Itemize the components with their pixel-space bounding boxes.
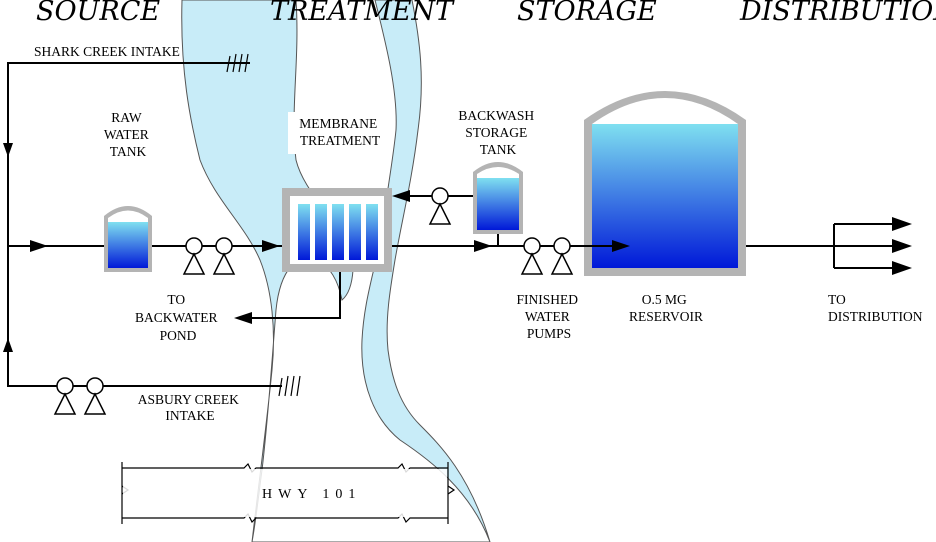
- label-asbury-creek-intake: ASBURY CREEK INTAKE: [138, 392, 243, 423]
- membrane-label-box: [288, 112, 392, 154]
- header-source: SOURCE: [36, 0, 160, 27]
- backwash-pump-icon: [428, 187, 452, 225]
- backwash-storage-tank: [473, 162, 523, 234]
- finished-water-pump-icon: [520, 237, 574, 275]
- flow-arrow-down: [3, 143, 13, 157]
- flow-arrow-left-pond: [234, 312, 252, 324]
- flow-arrow-distribution-3: [892, 261, 912, 275]
- flow-arrow-right-storage: [474, 240, 492, 252]
- label-backwash-storage-tank: BACKWASH STORAGE TANK: [458, 108, 537, 157]
- header-storage: STORAGE: [517, 0, 657, 27]
- flow-arrow-right-inlet: [30, 240, 48, 252]
- header-distribution: DISTRIBUTION: [739, 0, 936, 27]
- flow-arrow-left-backwash: [392, 190, 410, 202]
- flow-arrow-distribution-1: [892, 217, 912, 231]
- flow-arrow-up: [3, 338, 13, 352]
- raw-water-pump-icon: [182, 237, 236, 275]
- asbury-creek-screen-icon: [278, 375, 301, 397]
- header-treatment: TREATMENT: [270, 0, 455, 27]
- label-raw-water-tank: RAW WATER TANK: [104, 110, 152, 159]
- label-shark-creek-intake: SHARK CREEK INTAKE: [34, 44, 180, 59]
- label-membrane-treatment: MEMBRANE TREATMENT: [299, 116, 381, 148]
- membrane-treatment-unit: [282, 188, 392, 272]
- label-highway: HWY 101: [262, 487, 361, 502]
- reservoir-tank: [584, 91, 746, 276]
- highway-101: [121, 462, 456, 524]
- label-to-backwater-pond: TO BACKWATER POND: [135, 292, 221, 343]
- label-finished-water-pumps: FINISHED WATER PUMPS: [517, 292, 582, 341]
- flow-arrow-distribution-2: [892, 239, 912, 253]
- label-reservoir: O.5 MG RESERVOIR: [629, 292, 703, 324]
- label-to-distribution: TO DISTRIBUTION: [828, 292, 923, 324]
- flow-arrow-right-membrane: [262, 240, 280, 252]
- asbury-pump-icon: [53, 377, 107, 415]
- source-piping: [7, 62, 282, 387]
- raw-water-tank: [104, 206, 152, 272]
- shark-creek-screen-icon: [226, 53, 250, 73]
- distribution-piping: [746, 223, 900, 269]
- flow-arrow-right-reservoir: [612, 240, 630, 252]
